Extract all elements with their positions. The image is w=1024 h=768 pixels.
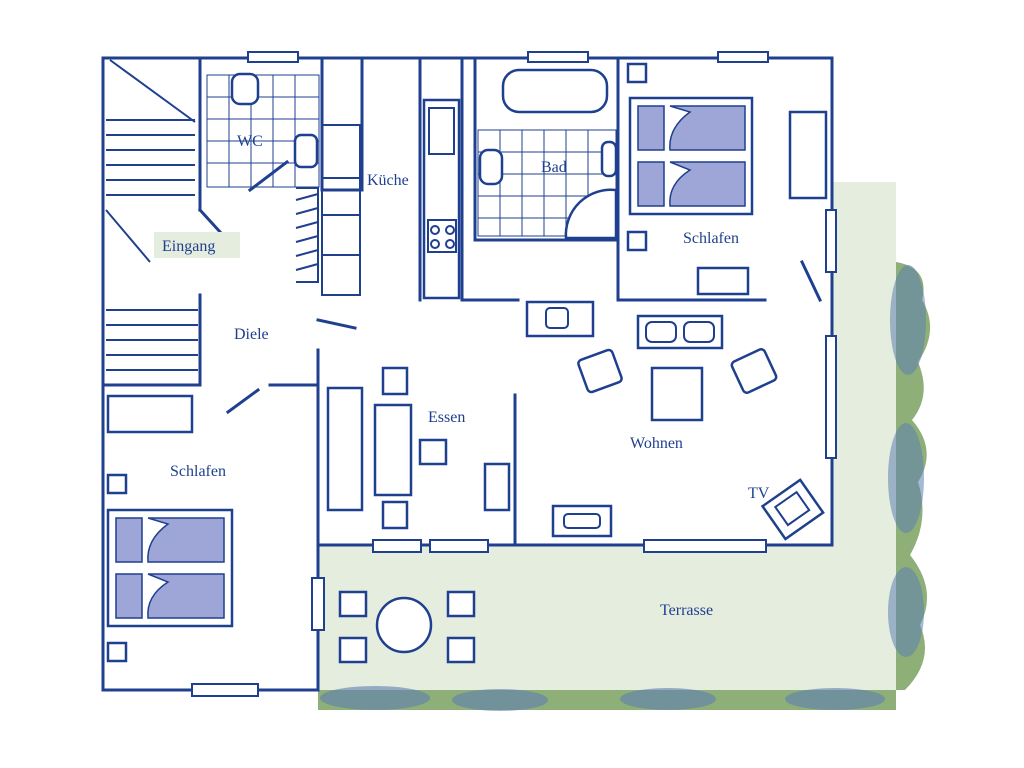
terrace-table <box>375 596 433 654</box>
terrace-chair-4 <box>446 636 476 664</box>
eingang-label-bg <box>154 232 240 258</box>
low-cabinet-inner <box>563 513 601 529</box>
low-cabinet <box>551 504 613 538</box>
window-right-1 <box>825 209 837 273</box>
dining-cabinet <box>483 462 511 512</box>
label-essen: Essen <box>428 409 465 426</box>
hedge-bottom <box>318 686 896 711</box>
window-bottom-3 <box>643 539 767 553</box>
label-wohnen: Wohnen <box>630 435 683 452</box>
shower <box>564 188 618 240</box>
label-kueche: Küche <box>367 172 409 189</box>
nightstand-top-1 <box>626 62 648 84</box>
label-bad: Bad <box>541 159 567 176</box>
dining-chair-top <box>381 366 409 396</box>
dining-chair-bottom <box>381 500 409 530</box>
window-bottom-4 <box>191 683 259 697</box>
label-diele: Diele <box>234 326 269 343</box>
wc-tiles <box>206 74 320 188</box>
nightstand-left-1 <box>106 473 128 495</box>
wc-sink <box>293 133 319 169</box>
wardrobe-hall <box>295 187 319 283</box>
dresser-top <box>696 266 750 296</box>
window-right-2 <box>825 335 837 459</box>
bath-toilet <box>478 148 504 186</box>
window-bottom-1 <box>372 539 422 553</box>
dining-bench <box>326 386 364 512</box>
label-schlafen-left: Schlafen <box>170 463 226 480</box>
terrace-chair-1 <box>338 590 368 618</box>
armchair-left <box>577 348 623 394</box>
window-left-terrace <box>311 577 325 631</box>
terrace-area <box>318 182 896 690</box>
hedge-right <box>888 262 931 690</box>
kitchen-counter <box>422 98 461 300</box>
terrace-chair-3 <box>338 636 368 664</box>
armchair-right <box>730 348 778 394</box>
wardrobe-top <box>788 110 828 200</box>
terrace-chair-2 <box>446 590 476 618</box>
sofa <box>636 314 724 350</box>
window-top-1 <box>247 51 299 63</box>
entrance-stairs <box>105 59 198 371</box>
wc-toilet <box>230 72 260 106</box>
sideboard-item <box>545 307 569 329</box>
label-terrasse: Terrasse <box>660 602 713 619</box>
label-wc: WC <box>237 133 263 150</box>
wardrobe-left <box>106 394 194 434</box>
nightstand-top-2 <box>626 230 648 252</box>
label-tv: TV <box>748 485 770 502</box>
window-bottom-2 <box>429 539 489 553</box>
bath-sink <box>600 140 618 178</box>
window-top-3 <box>717 51 769 63</box>
dining-chair-right <box>418 438 448 466</box>
coffee-table <box>650 366 704 422</box>
bed-top <box>628 96 754 216</box>
label-eingang: Eingang <box>162 238 215 255</box>
label-schlafen-top: Schlafen <box>683 230 739 247</box>
window-top-2 <box>527 51 589 63</box>
bathtub <box>501 68 609 114</box>
bed-left <box>106 508 234 628</box>
tv-set <box>760 478 825 541</box>
bathroom-tiles <box>477 129 617 237</box>
dining-table <box>373 403 413 497</box>
nightstand-left-2 <box>106 641 128 663</box>
kitchen-stairs <box>321 124 361 296</box>
